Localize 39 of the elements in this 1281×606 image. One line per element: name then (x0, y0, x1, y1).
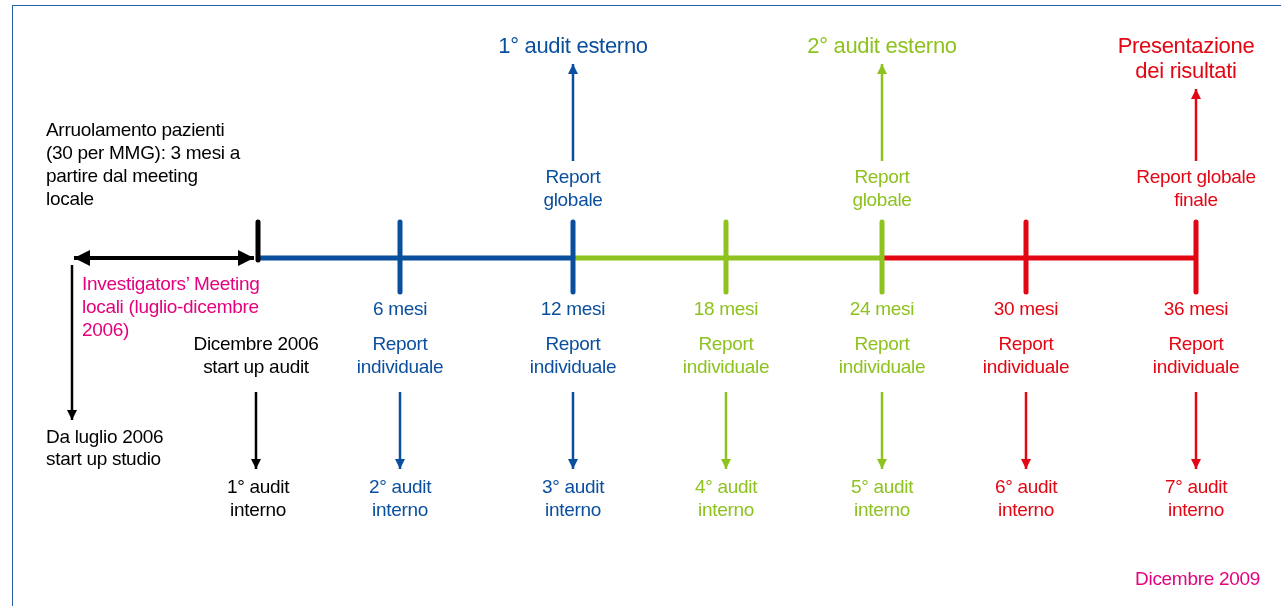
event-label: Report globale (518, 165, 628, 211)
month-label: 24 mesi (848, 297, 916, 320)
month-label: 12 mesi (539, 297, 607, 320)
month-label: 30 mesi (992, 297, 1060, 320)
event-label: Report individuale (671, 332, 781, 378)
arrow (251, 392, 261, 469)
event-label: 1° audit esterno (463, 33, 683, 58)
event-label: 6° audit interno (981, 475, 1071, 521)
event-label: 4° audit interno (681, 475, 771, 521)
event-label: Report globale (827, 165, 937, 211)
arrow (568, 64, 578, 161)
arrow (568, 392, 578, 469)
arrow (1191, 89, 1201, 161)
event-label: 2° audit interno (355, 475, 445, 521)
event-label: Presentazione dei risultati (1106, 33, 1266, 83)
month-label: 36 mesi (1162, 297, 1230, 320)
arrow (877, 64, 887, 161)
event-label: 1° audit interno (213, 475, 303, 521)
arrow (395, 392, 405, 469)
event-label: Report individuale (345, 332, 455, 378)
event-label: 7° audit interno (1151, 475, 1241, 521)
arrow (877, 392, 887, 469)
event-label: Report individuale (827, 332, 937, 378)
arrow (721, 392, 731, 469)
event-label: 5° audit interno (837, 475, 927, 521)
event-label: Report individuale (1141, 332, 1251, 378)
event-label: Da luglio 2006 start up studio (46, 426, 196, 470)
arrow (1191, 392, 1201, 469)
event-label: Report individuale (518, 332, 628, 378)
arrow (67, 265, 77, 420)
event-label: Report globale finale (1131, 165, 1261, 211)
date-text: Dicembre 2009 (1134, 567, 1260, 590)
event-label: 2° audit esterno (772, 33, 992, 58)
event-label: 3° audit interno (528, 475, 618, 521)
arrow (1021, 392, 1031, 469)
event-label: Report individuale (971, 332, 1081, 378)
note-text: Arruolamento pazienti (30 per MMG): 3 mesi a partire dal meeting locale (46, 118, 242, 210)
month-label: 18 mesi (692, 297, 760, 320)
month-label: 6 mesi (371, 297, 429, 320)
